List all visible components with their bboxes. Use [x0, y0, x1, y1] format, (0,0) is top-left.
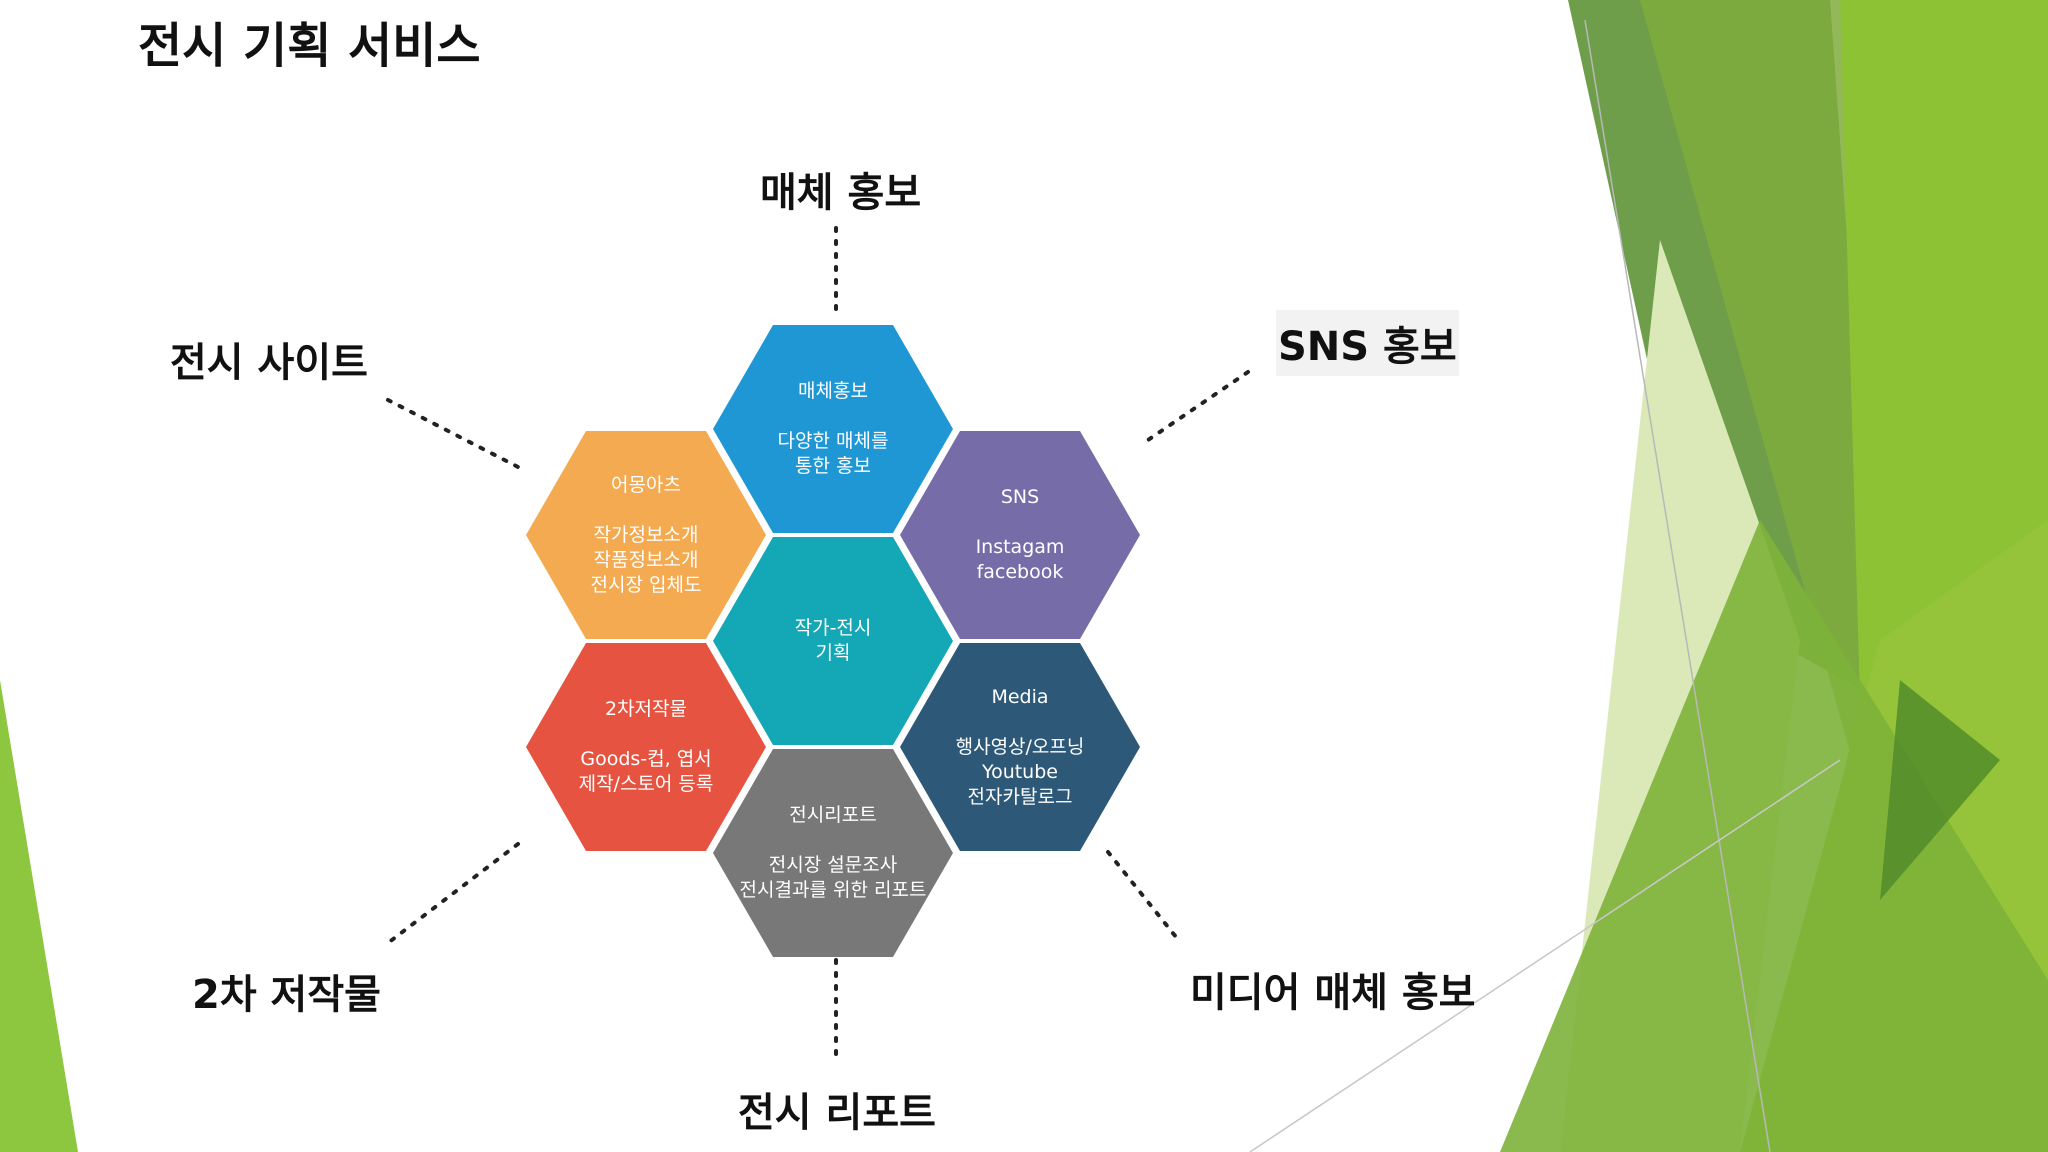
connector-top-right [1146, 370, 1250, 442]
hex-media-promo-title: 매체홍보 [798, 380, 868, 402]
label-sns-promo: SNS 홍보 [1276, 310, 1459, 376]
decor-thin-line [1584, 19, 1771, 1152]
slide-title: 전시 기획 서비스 [138, 18, 481, 74]
decor-facet-deep [1880, 680, 2000, 900]
hex-center-title: 작가-전시 기획 [794, 617, 872, 664]
hex-derivative-body: Goods-컵, 엽서 제작/스토어 등록 [578, 748, 714, 795]
decor-thin-line [1249, 759, 1841, 1152]
label-media-ad-promo: 미디어 매체 홍보 [1190, 970, 1476, 1016]
hex-exhibit-site-title: 어몽아츠 [611, 473, 681, 496]
connector-bottom-right [1106, 850, 1182, 944]
label-derivative: 2차 저작물 [192, 972, 381, 1018]
hex-exhibit-site-body: 작가정보소개 작품정보소개 전시장 입체도 [590, 523, 702, 596]
hex-derivative: 2차저작물 Goods-컵, 엽서 제작/스토어 등록 [526, 643, 766, 851]
label-exhibit-site: 전시 사이트 [170, 340, 368, 386]
hex-derivative-title: 2차저작물 [604, 698, 687, 720]
hex-center-planning: 작가-전시 기획 [713, 537, 953, 745]
hex-exhibit-report: 전시리포트 전시장 설문조사 전시결과를 위한 리포트 [713, 749, 953, 957]
connector-bottom-left [382, 842, 520, 948]
hex-exhibit-report-title: 전시리포트 [789, 804, 877, 826]
hex-media-video-body: 행사영상/오프닝 Youtube 전자카탈로그 [955, 735, 1085, 808]
connector-top-left [386, 398, 522, 470]
hex-sns-body: Instagam facebook [975, 536, 1065, 583]
hex-media-video: Media 행사영상/오프닝 Youtube 전자카탈로그 [900, 643, 1140, 851]
label-exhibit-report: 전시 리포트 [738, 1090, 936, 1136]
hex-sns-title: SNS [1000, 486, 1040, 508]
decor-left-sliver [0, 680, 78, 1152]
hex-exhibit-report-body: 전시장 설문조사 전시결과를 위한 리포트 [739, 854, 927, 901]
hex-media-promo-body: 다양한 매체를 통한 홍보 [777, 430, 889, 477]
decor-facet-lime [1500, 520, 2048, 1152]
hex-media-video-title: Media [991, 685, 1049, 708]
label-media-promo: 매체 홍보 [760, 170, 922, 216]
